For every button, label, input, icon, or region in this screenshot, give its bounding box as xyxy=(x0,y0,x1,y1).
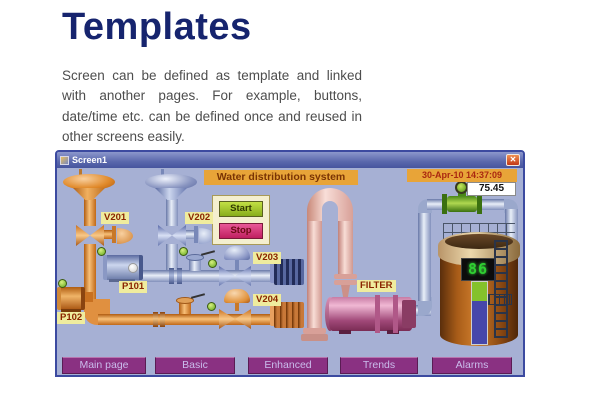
window-titlebar[interactable]: Screen1 ✕ xyxy=(57,152,523,168)
nav-trends-button[interactable]: Trends xyxy=(340,357,418,374)
datetime-display: 30-Apr-10 14:37:09 xyxy=(407,169,517,182)
pump-p102 xyxy=(57,287,85,310)
v204-actuator-dome xyxy=(224,289,250,303)
hopper2-down-pipe xyxy=(166,244,178,274)
label-v201: V201 xyxy=(101,212,130,224)
control-panel: Start Stop xyxy=(212,195,270,245)
pump-p101-foot xyxy=(109,279,135,282)
orange-tee-valve-handle xyxy=(190,293,206,299)
indicator-dot-white xyxy=(128,263,138,273)
indicator-dot xyxy=(58,279,67,288)
flow-valve-flange xyxy=(477,194,482,214)
hopper1-bowl xyxy=(63,174,115,190)
filter-right-cap xyxy=(402,300,416,328)
hopper1-stem-pipe xyxy=(84,199,96,226)
filter-ring xyxy=(375,295,380,333)
blue-main-pipe xyxy=(137,270,279,282)
nav-enhanced-button[interactable]: Enhanced xyxy=(248,357,328,374)
v202-actuator-dome xyxy=(199,228,215,244)
orange-pipe-joint xyxy=(160,312,165,327)
hopper2-bowl xyxy=(145,174,197,190)
v204-stem xyxy=(235,303,239,311)
valve-v201 xyxy=(76,225,104,246)
indicator-dot xyxy=(179,247,188,256)
v201-tee xyxy=(112,226,116,243)
page-title: Templates xyxy=(62,6,252,48)
indicator-dot xyxy=(207,302,216,311)
filter-ring xyxy=(393,295,398,333)
blue-elbow xyxy=(418,297,432,316)
hopper2-stem-pipe xyxy=(166,199,178,226)
v201-branch-pipe xyxy=(102,230,114,239)
pink-arch-cutout xyxy=(322,201,338,223)
stop-button[interactable]: Stop xyxy=(219,223,263,239)
tank-level-green xyxy=(472,282,487,301)
blue-tee-valve-cap xyxy=(186,254,204,261)
indicator-dot xyxy=(97,247,106,256)
tank-riser-pipe xyxy=(418,209,431,301)
v203-actuator-dome xyxy=(224,246,250,260)
label-filter: FILTER xyxy=(357,280,396,292)
hopper1-cone xyxy=(73,188,105,200)
valve-v204 xyxy=(219,309,251,329)
label-v203: V203 xyxy=(253,252,282,264)
orange-motor xyxy=(274,302,304,328)
valve-v202 xyxy=(158,225,186,246)
tank-level-display: 86 xyxy=(461,258,495,281)
tank-level-gauge xyxy=(471,281,488,345)
window-title: Screen1 xyxy=(72,155,108,165)
label-p102: P102 xyxy=(57,312,86,324)
p102-connector xyxy=(85,292,93,302)
page-description: Screen can be defined as template and li… xyxy=(62,68,362,144)
nav-alarms-button[interactable]: Alarms xyxy=(432,357,512,374)
close-button[interactable]: ✕ xyxy=(506,154,520,166)
pink-arch-nozzle xyxy=(341,285,350,298)
filter-vessel xyxy=(329,297,413,331)
tank-ladder xyxy=(494,240,508,338)
hmi-window: Screen1 ✕ Water distribution system 30-A… xyxy=(55,150,525,377)
orange-tee-valve-cap xyxy=(176,297,194,304)
tank-platform xyxy=(488,294,512,305)
tank-level-blue xyxy=(472,301,487,344)
screen-header: Water distribution system xyxy=(204,170,358,185)
v201-actuator-dome xyxy=(117,228,133,244)
pink-arch-base xyxy=(301,334,328,341)
indicator-dot xyxy=(208,259,217,268)
flow-valve-neck xyxy=(458,190,466,198)
nav-basic-button[interactable]: Basic xyxy=(155,357,235,374)
blue-pipe-joint xyxy=(177,268,182,284)
blue-motor-cap xyxy=(270,261,276,283)
filter-foot xyxy=(339,330,351,334)
pink-arch-flange xyxy=(303,328,326,334)
pink-arch-left-leg xyxy=(307,221,322,330)
start-button[interactable]: Start xyxy=(219,201,263,217)
pink-arch-flange xyxy=(334,274,357,279)
flow-valve-flange xyxy=(442,194,447,214)
label-v204: V204 xyxy=(253,294,282,306)
v202-tee xyxy=(194,226,198,243)
flow-value-display: 75.45 xyxy=(467,182,516,196)
orange-motor-cap xyxy=(270,304,276,326)
hopper2-cone xyxy=(155,188,187,200)
close-icon: ✕ xyxy=(509,155,517,164)
blue-tee-valve-handle xyxy=(200,250,216,256)
pink-arch-flange xyxy=(334,280,357,285)
label-v202: V202 xyxy=(185,212,214,224)
orange-pipe-joint xyxy=(153,312,158,327)
nav-main-page-button[interactable]: Main page xyxy=(62,357,146,374)
hopper1-down-pipe xyxy=(84,244,96,301)
hmi-canvas: Water distribution system 30-Apr-10 14:3… xyxy=(57,168,523,375)
v202-branch-pipe xyxy=(184,230,196,239)
hopper2-fitting xyxy=(161,169,164,175)
orange-main-pipe xyxy=(98,314,279,325)
v203-stem xyxy=(235,260,239,270)
valve-v203 xyxy=(219,266,251,286)
app-icon xyxy=(60,155,69,165)
hopper1-fitting xyxy=(79,169,82,175)
blue-pipe-joint xyxy=(169,268,174,284)
flow-valve xyxy=(447,196,477,212)
pink-arch-right-leg xyxy=(338,221,353,276)
label-p101: P101 xyxy=(119,281,148,293)
pump-p102-foot xyxy=(61,309,81,312)
